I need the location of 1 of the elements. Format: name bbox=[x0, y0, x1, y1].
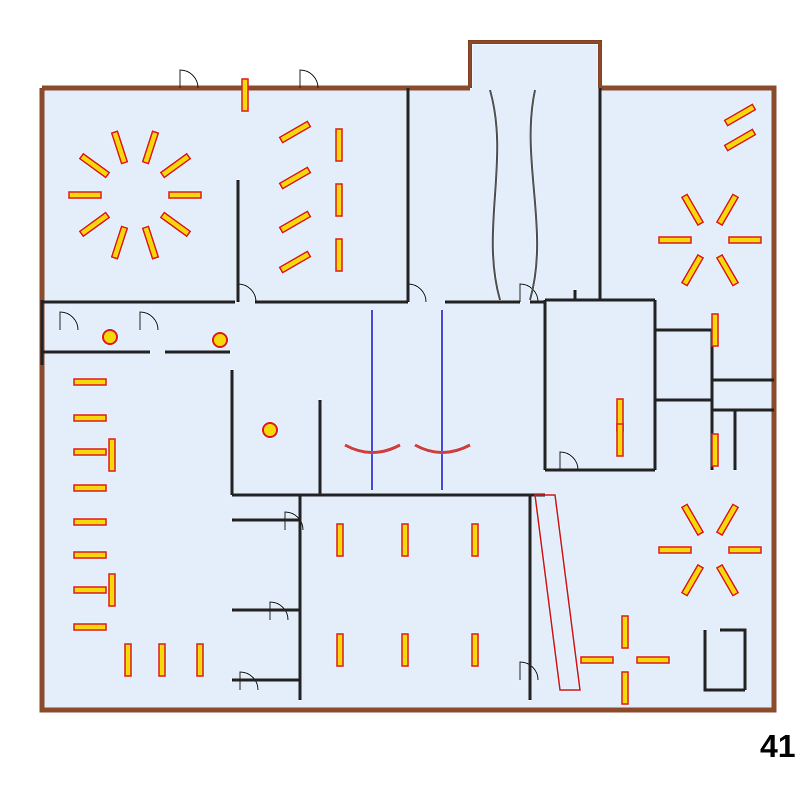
sheet-number: 41 bbox=[760, 730, 796, 762]
